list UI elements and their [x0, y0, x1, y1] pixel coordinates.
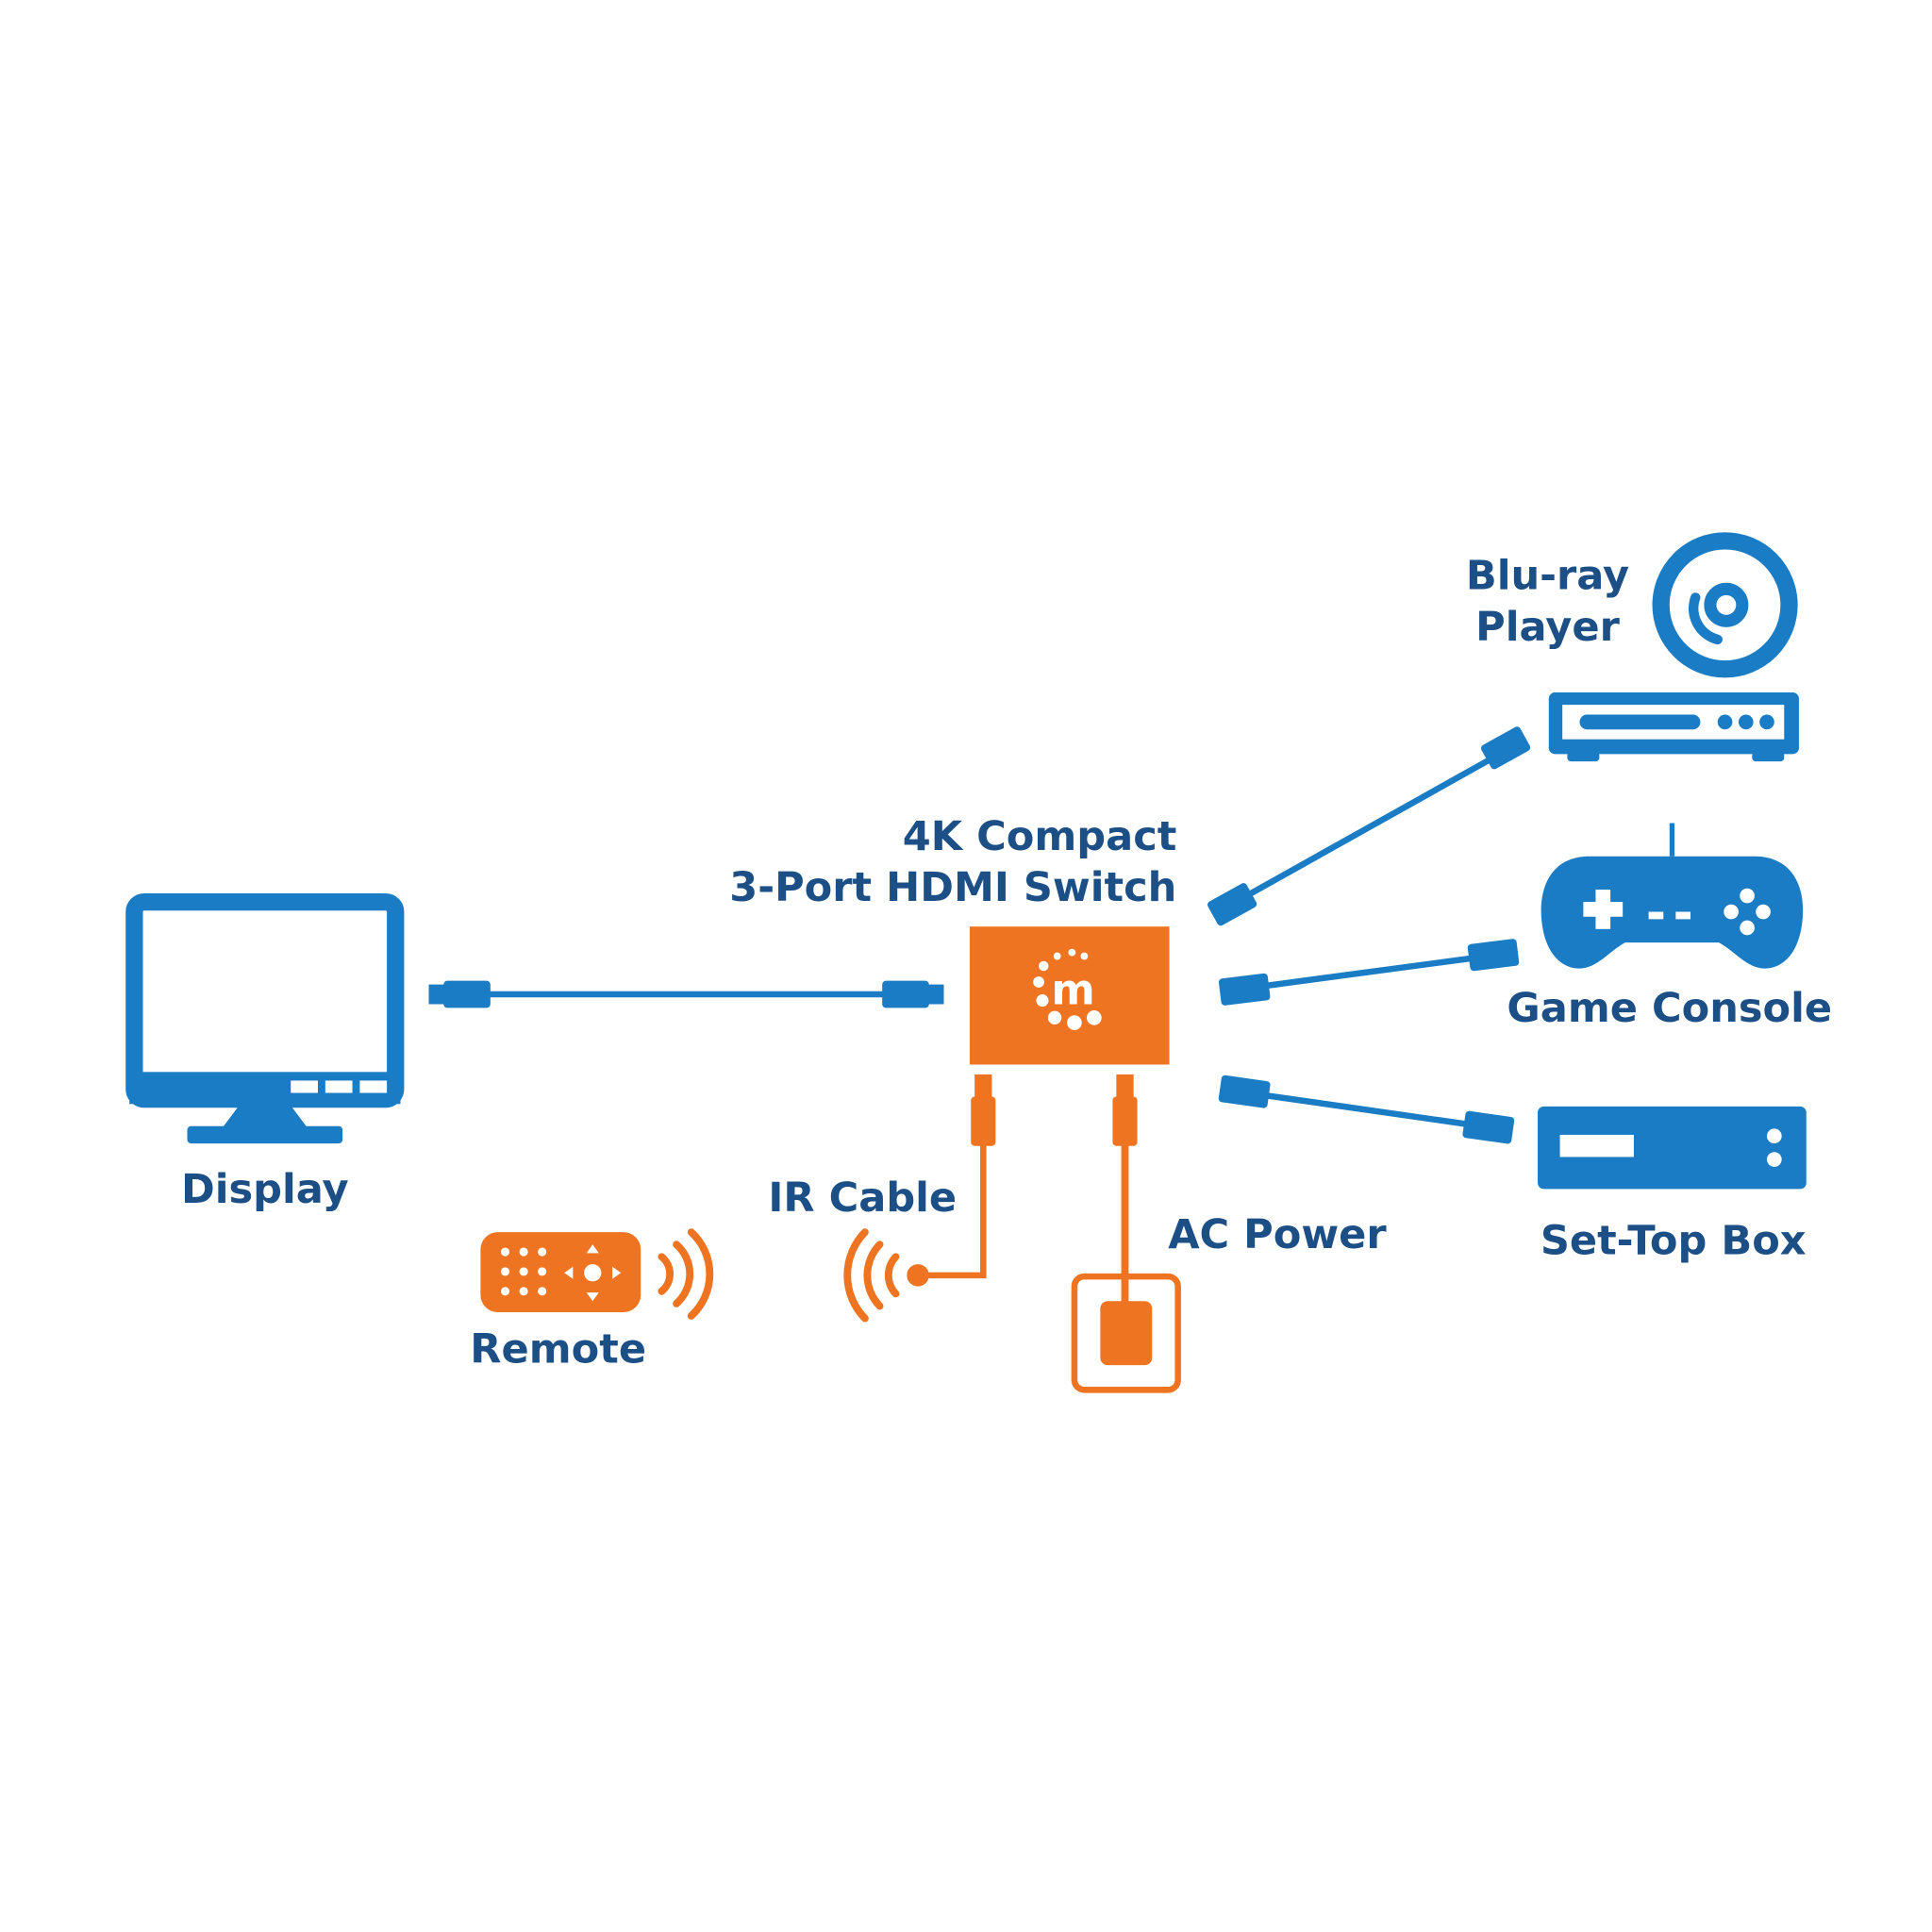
ac-power-cable: [1071, 1074, 1181, 1393]
set-top-box-label: Set-Top Box: [1541, 1218, 1807, 1265]
hdmi-cable-game-console: [1218, 939, 1520, 1006]
switch-title-line1: 4K Compact: [903, 813, 1177, 860]
bluray-disc-icon: [1652, 532, 1798, 678]
set-top-box-icon: [1538, 1106, 1807, 1190]
svg-text:m: m: [1051, 966, 1094, 1014]
ac-power-label: AC Power: [1168, 1211, 1387, 1258]
ir-signal-icon: [843, 1228, 900, 1323]
switch-title-line2: 3-Port HDMI Switch: [729, 864, 1176, 911]
hdmi-switch-device: m: [969, 926, 1170, 1065]
power-outlet-icon: [1071, 1273, 1181, 1393]
ir-cable: [843, 1074, 996, 1323]
power-plug-icon: [1100, 1301, 1153, 1366]
bluray-player-icon: [1548, 692, 1799, 762]
display-label: Display: [181, 1166, 349, 1213]
remote-label: Remote: [470, 1326, 646, 1374]
game-console-label: Game Console: [1507, 985, 1832, 1032]
remote-control-icon: [480, 1228, 714, 1320]
hdmi-cable-set-top-box: [1218, 1074, 1515, 1144]
bluray-label-line2: Player: [1475, 604, 1620, 651]
remote-signal-icon: [658, 1228, 714, 1320]
hdmi-cable-display: [428, 980, 944, 1008]
hdmi-cable-bluray: [1208, 726, 1531, 926]
game-controller-icon: [1541, 823, 1804, 969]
display-icon: [125, 892, 405, 1144]
manhattan-logo-icon: m: [1033, 948, 1102, 1030]
bluray-label-line1: Blu-ray: [1466, 552, 1629, 599]
ir-cable-label: IR Cable: [768, 1174, 957, 1222]
